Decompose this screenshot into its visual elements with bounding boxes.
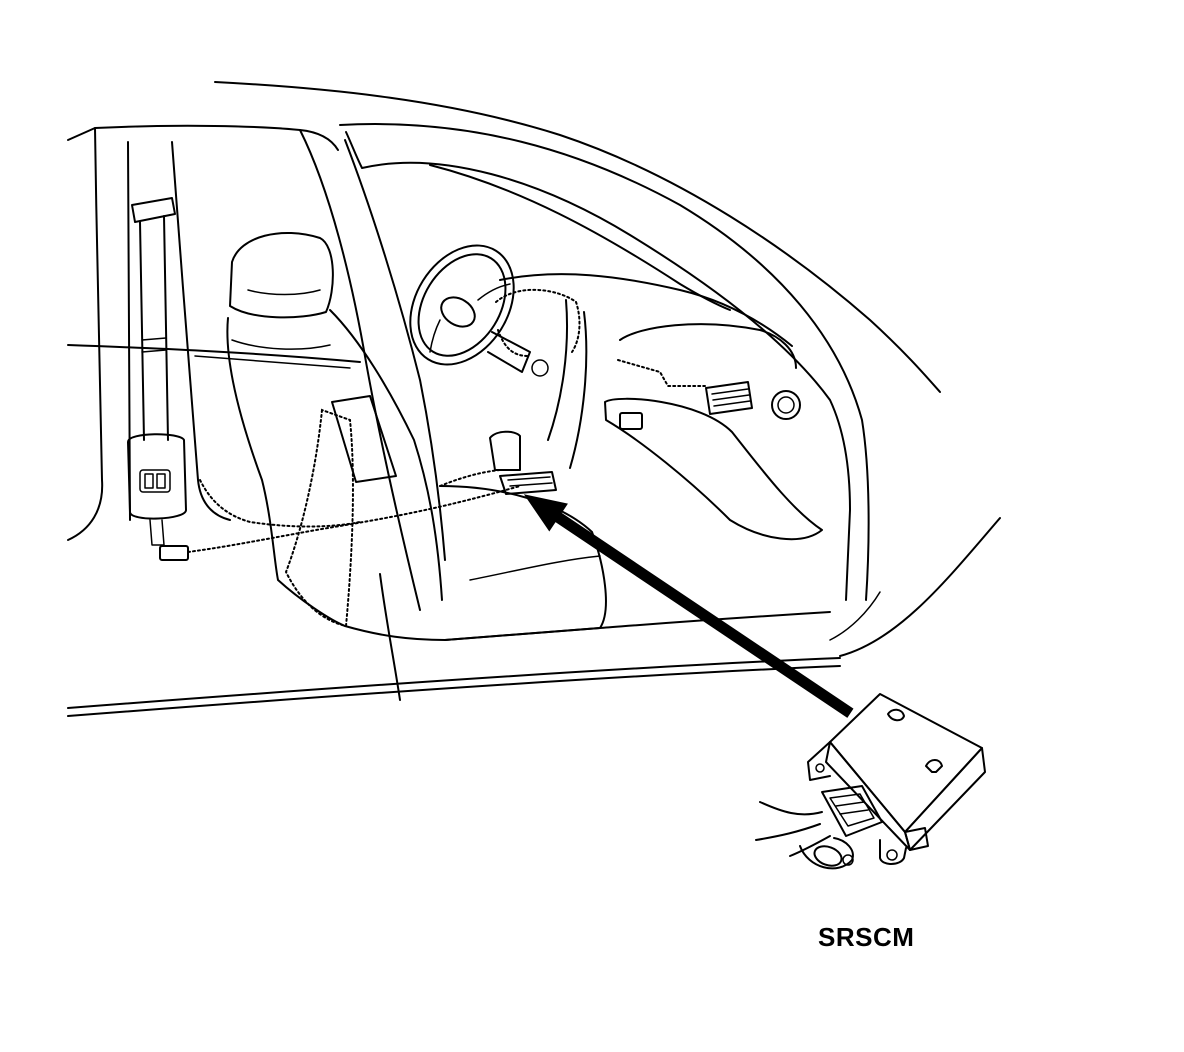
- windshield-line: [429, 164, 731, 311]
- steering-column: [487, 331, 549, 377]
- roof-line: [214, 81, 941, 393]
- door-sill: [67, 517, 1001, 717]
- dashboard: [495, 273, 797, 469]
- component-label-srscm: SRSCM: [818, 922, 915, 952]
- beltline: [67, 344, 361, 369]
- pointer-arrow: [523, 494, 854, 718]
- side-airbag-module: [284, 395, 397, 628]
- center-console: [489, 430, 557, 495]
- seatbelt: [127, 197, 187, 546]
- front-door-frame: [299, 123, 870, 611]
- belt-pretensioner-connector: [159, 545, 189, 561]
- center-air-vent: [705, 381, 753, 415]
- side-air-vent: [771, 390, 801, 420]
- wire-harness: [755, 801, 854, 870]
- module-mounting-tab: [879, 839, 907, 865]
- srscm-module: [807, 693, 986, 851]
- rear-door-frame: [67, 124, 339, 541]
- b-pillar: [127, 141, 231, 521]
- glove-box: [604, 397, 823, 541]
- headrest: [229, 231, 334, 319]
- module-connector: [821, 785, 883, 837]
- steering-wheel: [409, 244, 515, 366]
- wiring-harness-dotted: [187, 469, 521, 553]
